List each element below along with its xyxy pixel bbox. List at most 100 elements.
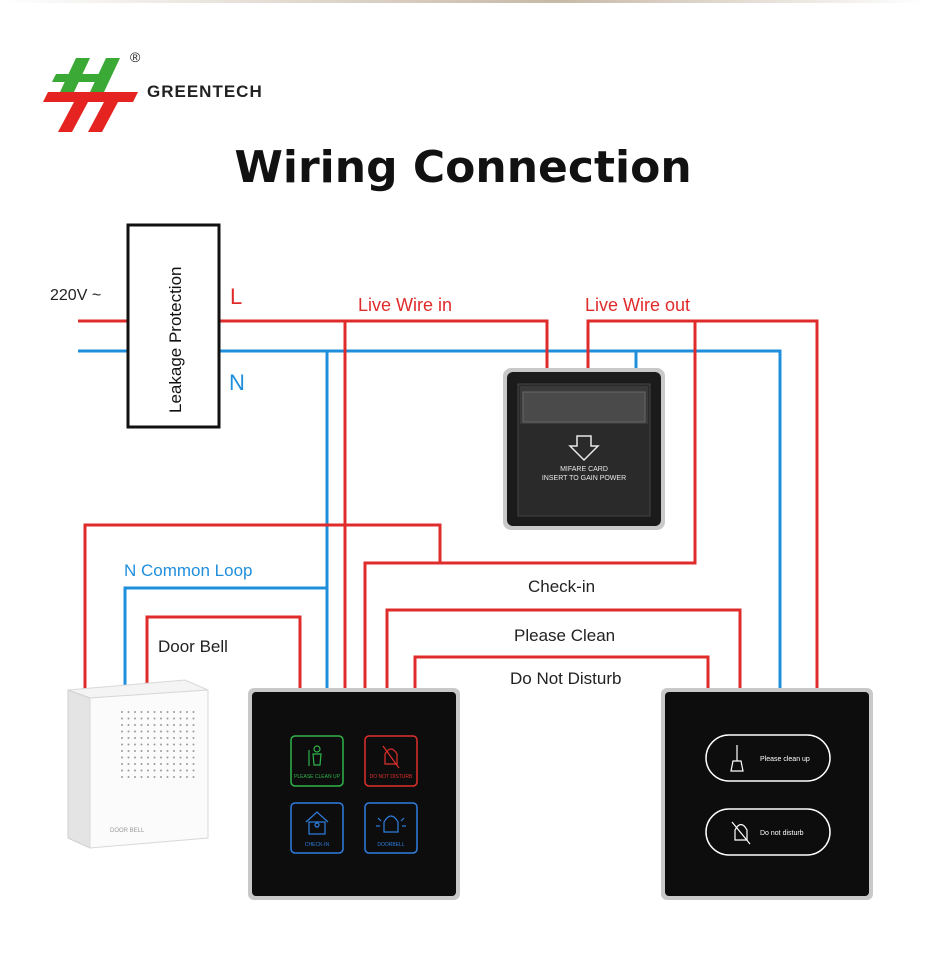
grille-hole [166,743,169,746]
speaker-grille [121,711,195,778]
do-not-disturb-label: Do Not Disturb [510,669,621,688]
brand-name: GREENTECH [147,82,263,101]
grille-hole [186,769,188,772]
doorbell-control-panel: PLEASE CLEAN UP DO NOT DISTURB CHECK-IN [248,688,460,900]
grille-hole [186,711,188,713]
grille-hole [147,763,149,765]
door-bell-label: Door Bell [158,637,228,656]
check-in-button[interactable]: CHECK-IN [290,802,344,854]
grille-hole [179,730,182,733]
grille-hole [121,737,123,739]
grille-hole [134,769,136,772]
grille-hole [147,711,149,713]
grille-hole [166,756,169,759]
grille-hole [179,756,182,759]
muted-bell-icon [382,745,400,769]
grille-hole [173,769,175,772]
grille-hole [179,776,182,778]
grille-hole [121,756,123,759]
please-clean-up-indicator[interactable]: Please clean up [705,734,831,782]
grille-hole [186,730,188,733]
grille-hole [147,750,149,752]
grille-hole [192,750,195,752]
grille-hole [134,776,136,778]
grille-hole [160,756,162,759]
grille-hole [160,737,162,739]
grille-hole [160,711,162,713]
grille-hole [166,776,169,778]
grille-hole [173,717,175,720]
grille-hole [153,743,156,746]
grille-hole [186,776,188,778]
ringing-bell-icon [376,815,406,833]
grille-hole [127,743,130,746]
grille-hole [192,776,195,778]
grille-hole [147,730,149,733]
grille-hole [140,711,143,713]
grille-hole [127,717,130,720]
door-bell-box-label: DOOR BELL [110,828,145,834]
grille-hole [179,711,182,713]
neutral-wires [78,349,782,690]
grille-hole [134,730,136,733]
grille-hole [153,730,156,733]
grille-hole [153,769,156,772]
do-not-disturb-button[interactable]: DO NOT DISTURB [364,735,418,787]
grille-hole [186,743,188,746]
grille-hole [140,737,143,739]
grille-hole [140,743,143,746]
grille-hole [140,724,143,726]
live-wire-out-label: Live Wire out [585,295,690,315]
page-title: Wiring Connection [234,142,691,193]
grille-hole [166,750,169,752]
grille-hole [134,750,136,752]
grille-hole [147,743,149,746]
do-not-disturb-indicator[interactable]: Do not disturb [705,808,831,856]
leakage-protection-label: Leakage Protection [166,267,185,414]
grille-hole [121,763,123,765]
grille-hole [153,724,156,726]
grille-hole [127,737,130,739]
grille-hole [192,743,195,746]
grille-hole [147,717,149,720]
please-clean-up-button-label: PLEASE CLEAN UP [294,774,341,780]
grille-hole [134,724,136,726]
grille-hole [127,776,130,778]
grille-hole [127,763,130,765]
grille-hole [127,711,130,713]
grille-hole [173,756,175,759]
grille-hole [192,724,195,726]
please-clean-up-button[interactable]: PLEASE CLEAN UP [290,735,344,787]
cleaning-person-icon [308,745,322,766]
top-accent-line [0,0,927,3]
grille-hole [173,711,175,713]
grille-hole [160,750,162,752]
please-clean-up-indicator-label: Please clean up [760,756,810,763]
grille-hole [134,717,136,720]
grille-hole [121,717,123,720]
grille-hole [121,711,123,713]
grille-hole [153,717,156,720]
grille-hole [147,756,149,759]
grille-hole [179,737,182,739]
grille-hole [127,750,130,752]
grille-hole [140,717,143,720]
grille-hole [166,763,169,765]
grille-hole [160,776,162,778]
grille-hole [121,724,123,726]
grille-hole [153,776,156,778]
grille-hole [121,769,123,772]
grille-hole [127,756,130,759]
grille-hole [127,730,130,733]
grille-hole [192,717,195,720]
grille-hole [192,730,195,733]
grille-hole [179,763,182,765]
grille-hole [166,730,169,733]
registered-mark: ® [130,49,141,65]
doorbell-button[interactable]: DOORBELL [364,802,418,854]
grille-hole [186,717,188,720]
grille-hole [192,769,195,772]
grille-hole [173,737,175,739]
grille-hole [192,756,195,759]
